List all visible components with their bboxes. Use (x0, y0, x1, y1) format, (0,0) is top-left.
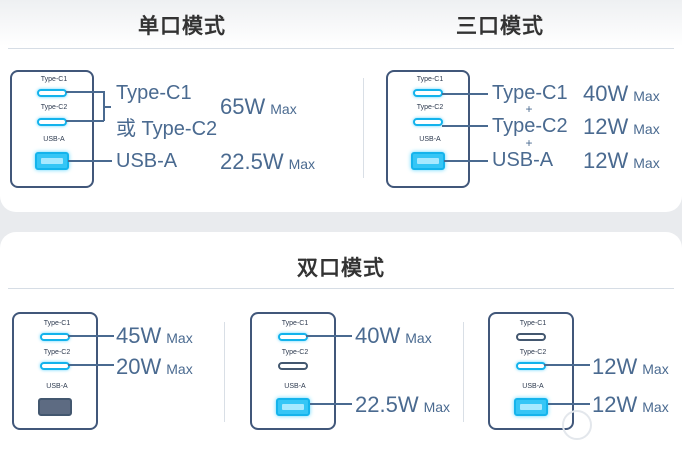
max-unit: Max (633, 88, 660, 104)
dual-mode-charger-2: Type-C1 Type-C2 USB-A (250, 312, 336, 430)
port-label-a: USB-A (284, 383, 306, 390)
connector-line (442, 125, 488, 127)
port-label-a: USB-A (522, 383, 544, 390)
connector-line (310, 403, 352, 405)
port-label-c1: Type-C1 (40, 76, 68, 83)
type-c1-port (37, 89, 67, 97)
dual-mode-charger-1: Type-C1 Type-C2 USB-A (12, 312, 98, 430)
type-c2-port (516, 362, 546, 370)
top-section-divider (363, 78, 364, 178)
port-label-a: USB-A (46, 383, 68, 390)
port-label-c2: Type-C2 (281, 349, 309, 356)
port-label-c2: Type-C2 (416, 104, 444, 111)
single-mode-title: 单口模式 (138, 14, 226, 38)
max-unit: Max (642, 399, 669, 415)
dual-mode-charger-3: Type-C1 Type-C2 USB-A (488, 312, 574, 430)
port-label-c1: Type-C1 (281, 320, 309, 327)
usb-a-port (38, 398, 72, 416)
connector-line (66, 91, 104, 93)
port-label-c2: Type-C2 (43, 349, 71, 356)
usb-a-port (514, 398, 548, 416)
port-label-c1: Type-C1 (43, 320, 71, 327)
connector-line (544, 364, 590, 366)
usb-a-port (276, 398, 310, 416)
port-label-c2: Type-C2 (40, 104, 68, 111)
max-unit: Max (423, 399, 451, 415)
connector-line (444, 160, 488, 162)
connector-line (103, 106, 111, 108)
type-c2-port (40, 362, 70, 370)
row-label: USB-A (492, 149, 554, 171)
usb-a-port (35, 152, 69, 170)
max-unit: Max (633, 121, 660, 137)
connector-line (442, 93, 488, 95)
type-c2-port (37, 118, 67, 126)
port-label-c1: Type-C1 (416, 76, 444, 83)
type-c1-port (40, 333, 70, 341)
max-unit: Max (288, 156, 316, 172)
type-c2-port (413, 118, 443, 126)
top-panel (0, 0, 682, 212)
single-mode-charger: Type-C1 Type-C2 USB-A (10, 70, 94, 188)
triple-mode-title: 三口模式 (456, 14, 544, 38)
max-unit: Max (166, 330, 193, 346)
max-unit: Max (405, 330, 432, 346)
connector-line (548, 403, 590, 405)
port-label-c1: Type-C1 (519, 320, 547, 327)
type-c1-port (278, 333, 308, 341)
dual-mode-title: 双口模式 (297, 256, 385, 280)
max-unit: Max (642, 361, 669, 377)
row-label: Type-C2 (492, 115, 568, 137)
connector-line (68, 160, 112, 162)
bottom-divider (8, 288, 674, 289)
bottom-section-divider (224, 322, 225, 422)
plus-sign: + (525, 136, 533, 150)
connector-line (68, 364, 114, 366)
row-label: USB-A (116, 150, 178, 172)
bottom-section-divider (463, 322, 464, 422)
triple-mode-charger: Type-C1 Type-C2 USB-A (386, 70, 470, 188)
type-c1-port (516, 333, 546, 341)
top-divider (8, 48, 674, 49)
max-unit: Max (270, 101, 297, 117)
watermark-logo (562, 410, 592, 440)
max-unit: Max (633, 155, 660, 171)
connector-line (68, 335, 114, 337)
type-c1-port (413, 89, 443, 97)
connector-line (306, 335, 352, 337)
usb-a-port (411, 152, 445, 170)
type-c2-port (278, 362, 308, 370)
row-label: Type-C1 (116, 82, 192, 104)
connector-line (66, 120, 104, 122)
row-label: Type-C1 (492, 82, 568, 104)
plus-sign: + (525, 102, 533, 116)
port-label-c2: Type-C2 (519, 349, 547, 356)
port-label-a: USB-A (43, 136, 65, 143)
port-label-a: USB-A (419, 136, 441, 143)
row-label: 或 Type-C2 (116, 118, 218, 140)
max-unit: Max (166, 361, 193, 377)
